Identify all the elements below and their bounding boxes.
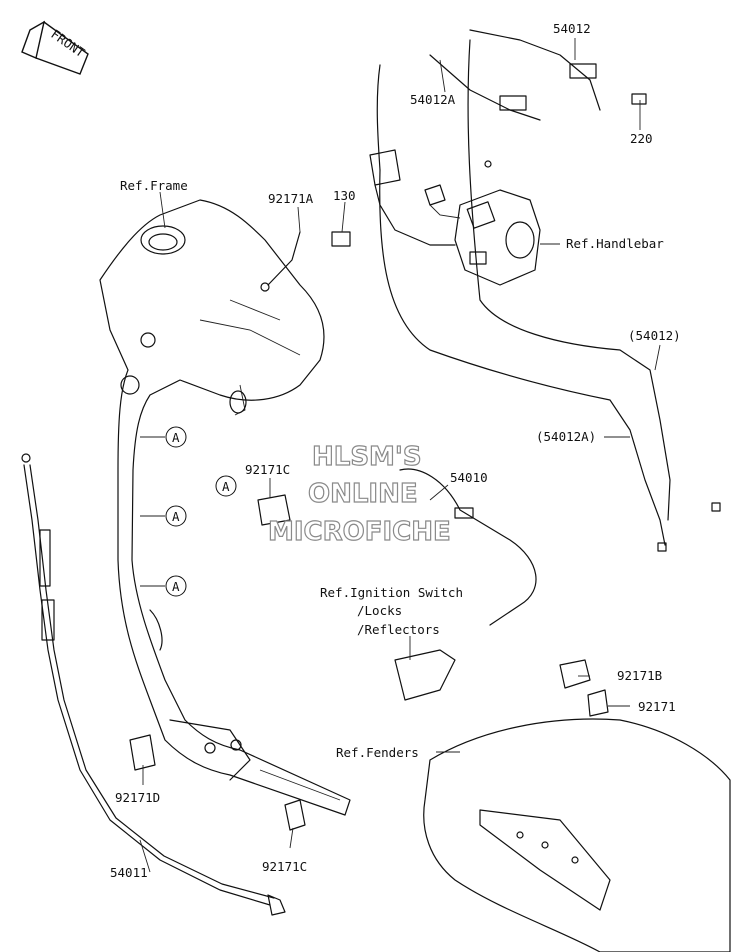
svg-text:A: A <box>172 430 180 445</box>
label-54012A-paren: (54012A) <box>536 429 596 444</box>
label-ref-reflectors: /Reflectors <box>357 622 440 637</box>
label-ref-frame: Ref.Frame <box>120 178 188 193</box>
wire-92171A <box>260 231 301 292</box>
callout-a-3: A <box>165 575 187 597</box>
watermark-line1: HLSM'S <box>312 442 422 472</box>
label-220: 220 <box>630 131 653 146</box>
watermark-line2: ONLINE <box>308 479 418 509</box>
label-54011: 54011 <box>110 865 148 880</box>
label-ref-fenders: Ref.Fenders <box>336 745 419 760</box>
cable-54010 <box>394 468 537 701</box>
throttle-cables <box>376 29 721 552</box>
label-92171A: 92171A <box>268 191 314 206</box>
label-92171B: 92171B <box>617 668 662 683</box>
bolt-130 <box>331 231 351 247</box>
front-arrow-icon: FRONT <box>21 20 89 75</box>
fender-drawing <box>423 659 731 952</box>
label-92171: 92171 <box>638 699 676 714</box>
callout-a-4: A <box>215 475 237 497</box>
callout-a-2: A <box>165 505 187 527</box>
label-54012A: 54012A <box>410 92 456 107</box>
clamp-92171D <box>129 734 156 771</box>
callout-a-1: A <box>165 426 187 448</box>
label-92171D: 92171D <box>115 790 160 805</box>
label-ref-ignition: Ref.Ignition Switch <box>320 585 463 600</box>
clamp-92171C-bottom <box>284 799 306 831</box>
leader-lines <box>139 38 661 873</box>
svg-text:A: A <box>222 479 230 494</box>
label-54010: 54010 <box>450 470 488 485</box>
frame-drawing <box>99 199 351 816</box>
svg-text:A: A <box>172 509 180 524</box>
clamp-92171C-top <box>257 494 291 526</box>
label-54012-paren: (54012) <box>628 328 681 343</box>
label-92171C-bottom: 92171C <box>262 859 307 874</box>
watermark-line3: MICROFICHE <box>268 517 451 547</box>
watermark: HLSM'S ONLINE MICROFICHE <box>267 441 451 547</box>
handlebar-switch-drawing <box>369 149 541 286</box>
label-ref-locks: /Locks <box>357 603 402 618</box>
svg-text:A: A <box>172 579 180 594</box>
label-130: 130 <box>333 188 356 203</box>
label-54012: 54012 <box>553 21 591 36</box>
label-ref-handlebar: Ref.Handlebar <box>566 236 664 251</box>
label-92171C-top: 92171C <box>245 462 290 477</box>
cable-54011 <box>21 453 286 916</box>
